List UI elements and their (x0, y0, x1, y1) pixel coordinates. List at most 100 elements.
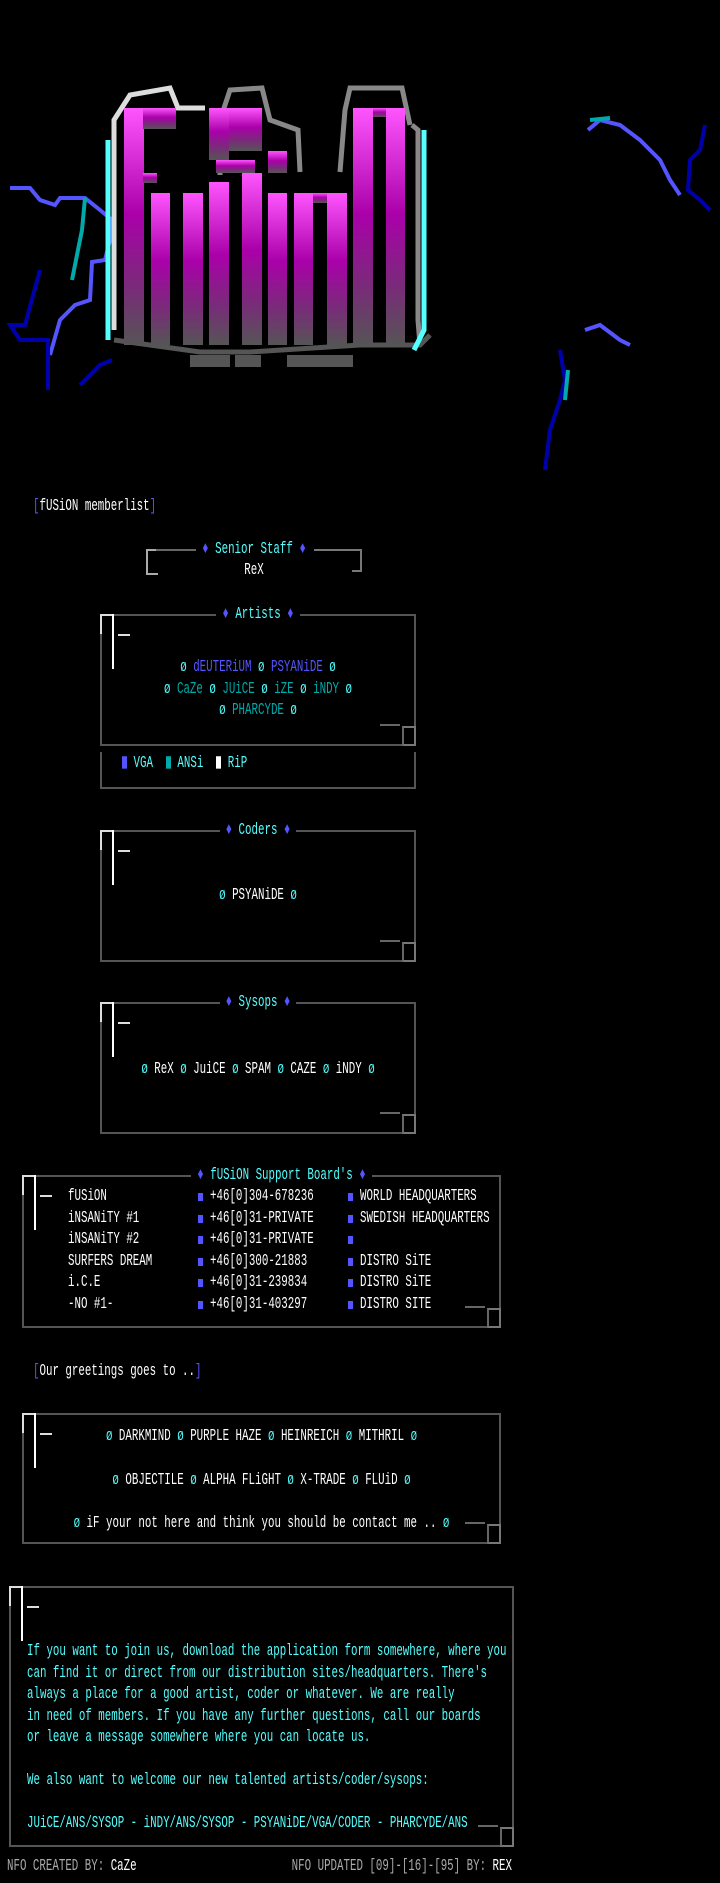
separator-icon: ø (258, 658, 265, 678)
bracket-open: [ (33, 497, 40, 517)
bullet-icon (348, 1236, 353, 1245)
boards-title: fUSiON Support Board's (210, 1166, 353, 1186)
member-name: JUiCE (222, 680, 255, 700)
separator-icon: ø (209, 680, 216, 700)
separator-icon: ø (190, 1471, 197, 1491)
separator-icon: ø (277, 1060, 284, 1080)
board-name: i.C.E (68, 1274, 101, 1293)
separator-icon: ø (442, 1514, 450, 1534)
member-name: dEUTERiUM (193, 658, 252, 678)
separator-icon: ø (105, 1427, 113, 1447)
bracket-close: ] (149, 497, 157, 517)
senior-staff-title: Senior Staff (215, 540, 293, 560)
member-name: PSYANiDE (232, 886, 284, 906)
updated-by: REX (492, 1857, 512, 1877)
bullet-icon (198, 1279, 203, 1288)
legend-swatch-icon (122, 756, 127, 769)
legend-label: RiP (227, 754, 248, 774)
board-phone: +46[0]31-239834 (210, 1274, 308, 1293)
coders-title: Coders (238, 821, 278, 841)
separator-icon: ø (368, 1060, 375, 1080)
separator-icon: ø (219, 701, 226, 721)
member-name: PHARCYDE (232, 701, 284, 721)
separator-icon: ø (345, 1427, 353, 1447)
separator-icon: ø (180, 1060, 187, 1080)
bullet-icon (198, 1193, 203, 1201)
greeting-line: ø DARKMIND ø PURPLE HAZE ø HEINREICH ø M… (24, 1422, 499, 1453)
separator-icon: ø (164, 680, 171, 700)
board-phone: +46[0]300-21883 (210, 1252, 308, 1272)
legend-label: VGA (133, 754, 153, 774)
greetings-header: [Our greetings goes to ..] (33, 1357, 201, 1388)
join-paragraph-line: always a place for a good artist, coder … (27, 1685, 455, 1705)
logo-base (190, 355, 353, 367)
member-name: CaZe (176, 680, 203, 700)
created-by: CaZe (110, 1857, 137, 1877)
board-phone: +46[0]304-678236 (210, 1187, 314, 1207)
separator-icon: ø (410, 1427, 418, 1447)
diamond-icon: ♦ (225, 821, 233, 841)
separator-icon: ø (404, 1471, 411, 1491)
greeting-line: ø iF your not here and think you should … (24, 1509, 499, 1540)
bracket-close: ] (195, 1362, 202, 1382)
memberlist-header: [fUSiON memberlist] (33, 492, 156, 523)
greeting-line: ø OBJECTILE ø ALPHA FLiGHT ø X-TRADE ø F… (24, 1466, 499, 1497)
updated-label: NFO UPDATED [09]-[16]-[95] BY: (291, 1857, 487, 1877)
diamond-icon: ♦ (287, 605, 294, 625)
member-name: ALPHA FLiGHT (203, 1471, 281, 1491)
separator-icon: ø (232, 1060, 239, 1080)
board-phone: +46[0]31-403297 (210, 1295, 308, 1315)
logo-letters (124, 108, 405, 345)
fusion-logo (6, 85, 712, 471)
member-name: HEINREICH (280, 1427, 340, 1447)
new-members-text: JUiCE/ANS/SYSOP - iNDY/ANS/SYSOP - PSYAN… (27, 1814, 468, 1834)
bullet-icon (198, 1301, 203, 1309)
board-role: WORLD HEADQUARTERS (360, 1187, 477, 1207)
diamond-icon: ♦ (283, 993, 291, 1013)
member-name: JuiCE (193, 1060, 226, 1080)
bullet-icon (198, 1214, 203, 1223)
join-paragraph-line: in need of members. If you have any furt… (27, 1707, 481, 1727)
footer-updated: NFO UPDATED [09]-[16]-[95] BY: REX (292, 1852, 512, 1883)
lightning-left (6, 186, 115, 390)
sysops-box: ♦ Sysops ♦ ø ReX ø JuiCE ø SPAM ø CAZE ø… (100, 993, 416, 1134)
support-boards-box: ♦ fUSiON Support Board's ♦ fUSiON+46[0]3… (22, 1166, 501, 1328)
bullet-icon (348, 1301, 353, 1309)
coders-box: ♦ Coders ♦ ø PSYANiDE ø (100, 821, 416, 962)
separator-icon: ø (261, 680, 268, 700)
board-role: SWEDISH HEADQUARTERS (360, 1209, 490, 1228)
artist-line: ø PHARCYDE ø (102, 696, 414, 727)
separator-icon: ø (180, 658, 187, 678)
separator-icon: ø (73, 1514, 81, 1534)
artist-line: ø CaZe ø JUiCE ø iZE ø iNDY ø (102, 675, 414, 706)
board-phone: +46[0]31-PRIVATE (210, 1230, 314, 1250)
bullet-icon (348, 1214, 353, 1223)
separator-icon: ø (267, 1427, 275, 1447)
board-name: iNSANiTY #2 (68, 1230, 140, 1250)
greetings-box: ø DARKMIND ø PURPLE HAZE ø HEINREICH ø M… (22, 1413, 501, 1544)
diamond-icon: ♦ (202, 540, 209, 560)
welcome-text: We also want to welcome our new talented… (27, 1771, 429, 1791)
senior-staff-name: ReX (244, 561, 264, 581)
created-label: NFO CREATED BY: (7, 1857, 105, 1877)
legend-swatch-icon (216, 756, 222, 769)
separator-icon: ø (141, 1060, 148, 1080)
member-name: DARKMIND (118, 1427, 171, 1447)
separator-icon: ø (177, 1427, 184, 1447)
bullet-icon (198, 1257, 203, 1266)
join-paragraph-line: can find it or direct from our distribut… (27, 1664, 488, 1683)
separator-icon: ø (112, 1471, 119, 1491)
board-role: DISTRO SITE (360, 1295, 432, 1315)
bullet-icon (348, 1193, 353, 1201)
diamond-icon: ♦ (299, 540, 306, 560)
board-name: -NO #1- (68, 1295, 114, 1315)
separator-icon: ø (290, 701, 297, 721)
footer-created: NFO CREATED BY: CaZe (7, 1852, 137, 1883)
member-name: ReX (154, 1060, 174, 1080)
bullet-icon (348, 1257, 353, 1266)
lightning-right (543, 116, 712, 471)
sysops-title: Sysops (238, 993, 278, 1013)
separator-icon: ø (345, 680, 352, 700)
separator-icon: ø (352, 1471, 359, 1491)
separator-icon: ø (322, 1060, 330, 1080)
